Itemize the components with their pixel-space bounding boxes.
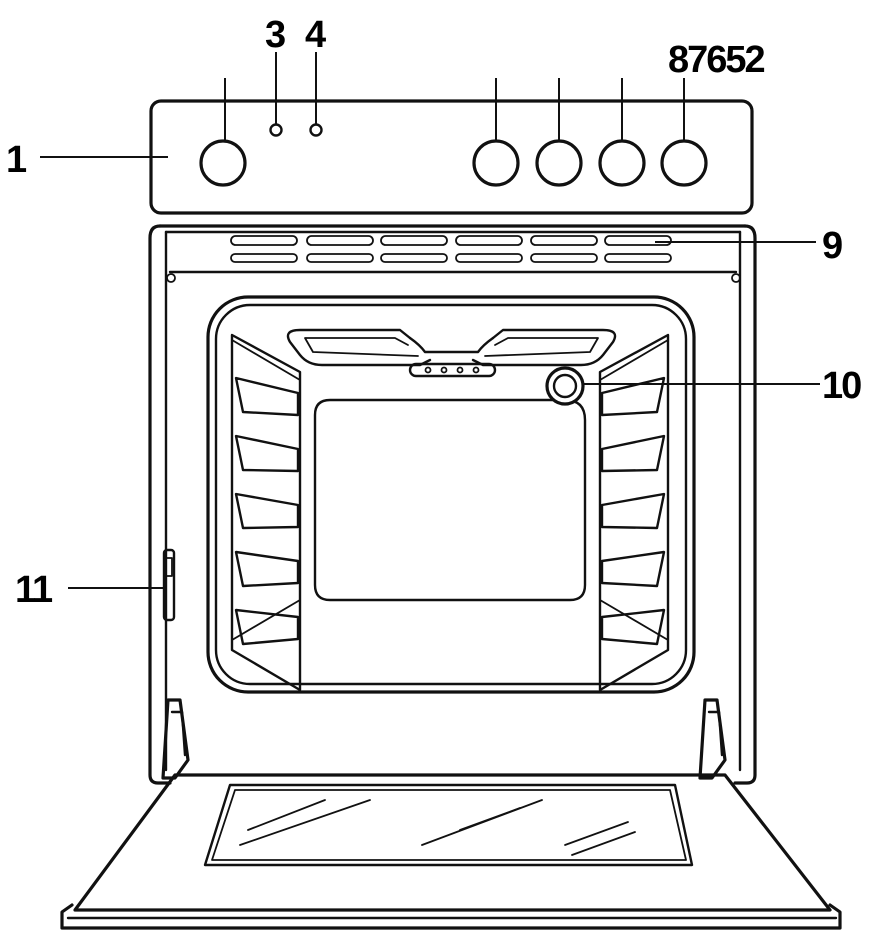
callout-11: 11 [15,569,53,611]
door-catch [68,548,176,622]
control-knob-8[interactable] [472,139,520,187]
callout-10: 10 [822,365,861,407]
right-shelf-runners [598,333,670,692]
callout-87652: 87652 [668,39,765,81]
indicator-lamp-3 [269,123,283,137]
callout-3: 3 [265,14,285,56]
control-knob-1[interactable] [199,139,247,187]
control-knob-6[interactable] [598,139,646,187]
callout-9: 9 [822,225,842,267]
left-shelf-runners [230,333,302,692]
control-knob-7[interactable] [535,139,583,187]
oven-body [148,224,757,785]
oven-door[interactable] [60,773,842,930]
door-hinges [161,698,727,780]
control-panel [149,99,754,215]
grill-element [286,328,617,378]
callout-4: 4 [305,14,326,56]
oven-cavity [206,295,696,694]
vent-slots [230,235,816,263]
callout-1: 1 [6,139,27,181]
oven-lamp [545,366,820,406]
control-knob-5[interactable] [660,139,708,187]
indicator-lamp-4 [309,123,323,137]
panel-leader-lines [40,52,685,158]
callout-labels: 1 3 4 87652 9 10 11 [6,14,863,611]
